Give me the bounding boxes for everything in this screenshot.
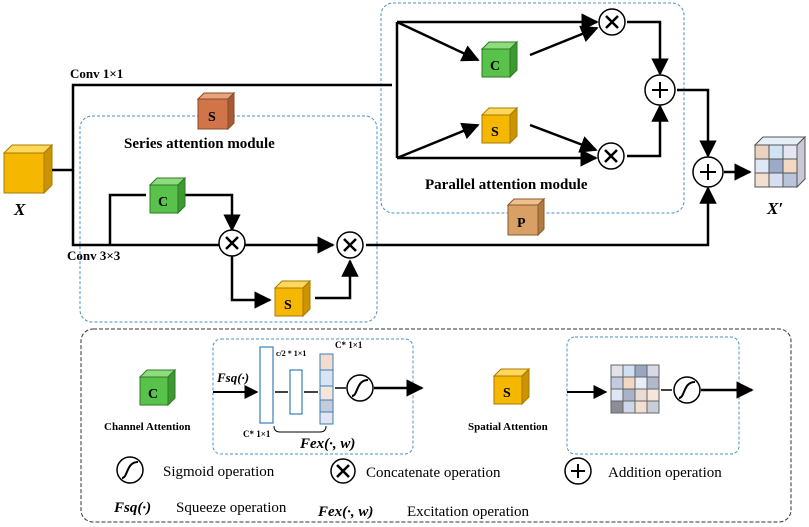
concatenate-legend-label: Concatenate operation xyxy=(366,465,501,481)
legend-channel-cube: C xyxy=(139,369,176,406)
add-op-parallel xyxy=(644,74,676,106)
legend-spatial-attention-label: Spatial Attention xyxy=(468,421,548,433)
fex-bracket xyxy=(273,425,327,433)
output-cube xyxy=(753,135,807,189)
channel-vector-squeezed xyxy=(289,369,303,415)
spatial-attention-detail-box xyxy=(566,336,740,455)
conv1-label: Conv 1×1 xyxy=(70,66,123,81)
legend-spatial-cube: S xyxy=(493,368,530,405)
sigmoid-icon-spatial xyxy=(673,376,701,404)
dim-mid-label: c/2 * 1×1 xyxy=(276,349,306,358)
sigmoid-legend-label: Sigmoid operation xyxy=(163,464,275,480)
parallel-module-label: Parallel attention module xyxy=(425,177,588,193)
svg-text:S: S xyxy=(208,110,216,125)
series-channel-cube: C xyxy=(149,177,186,214)
sigmoid-legend-icon xyxy=(116,456,144,484)
concat-op-series-1 xyxy=(218,229,246,257)
concat-op-parallel-bottom xyxy=(597,142,625,170)
series-module-label: Series attention module xyxy=(124,136,275,152)
svg-text:S: S xyxy=(284,298,292,313)
legend-box xyxy=(80,328,792,523)
squeeze-legend-label: Squeeze operation xyxy=(176,500,287,516)
svg-text:C: C xyxy=(158,195,168,210)
spatial-map-grid xyxy=(610,364,660,414)
concatenate-legend-icon xyxy=(330,458,356,484)
addition-legend-label: Addition operation xyxy=(608,465,722,481)
concat-op-parallel-top xyxy=(598,8,626,36)
svg-text:P: P xyxy=(517,216,526,231)
fsq-label: Fsq(·) xyxy=(216,370,249,385)
parallel-module-cube: P xyxy=(506,197,546,237)
svg-text:S: S xyxy=(503,386,511,401)
dim-in-label: C* 1×1 xyxy=(243,429,271,439)
dim-out-label: C* 1×1 xyxy=(335,340,363,350)
series-spatial-cube: S xyxy=(274,280,311,317)
output-label: X′ xyxy=(766,199,783,218)
add-op-final xyxy=(692,156,724,188)
excitation-legend-label: Excitation operation xyxy=(407,504,530,520)
channel-vector-excited xyxy=(319,353,334,425)
parallel-channel-cube: C xyxy=(481,41,518,78)
sigmoid-icon-channel xyxy=(346,374,374,402)
svg-text:S: S xyxy=(491,125,499,140)
addition-legend-icon xyxy=(564,457,592,485)
series-module-cube: S xyxy=(196,91,236,131)
input-label: X xyxy=(13,200,26,219)
fex-label: Fex(·, w) xyxy=(299,436,355,452)
parallel-spatial-cube: S xyxy=(481,107,518,144)
input-cube xyxy=(2,143,54,195)
concat-op-series-2 xyxy=(336,231,364,259)
legend-channel-attention-label: Channel Attention xyxy=(104,421,191,433)
fex-legend-symbol: Fex(·, w) xyxy=(317,504,373,520)
svg-text:C: C xyxy=(490,59,500,74)
conv3-label: Conv 3×3 xyxy=(67,248,121,263)
fsq-legend-symbol: Fsq(·) xyxy=(113,500,151,516)
svg-text:C: C xyxy=(148,387,158,402)
channel-vector-input xyxy=(259,346,274,424)
flow-lines xyxy=(52,13,752,309)
